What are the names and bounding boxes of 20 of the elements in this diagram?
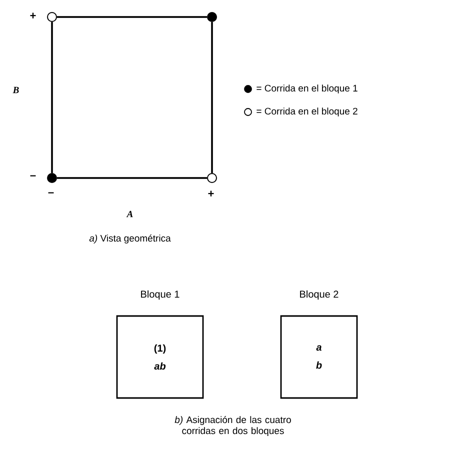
corner-point (47, 173, 57, 183)
square-side (57, 177, 207, 179)
square-side (57, 16, 207, 18)
legend-text: = Corrida en el bloque 1 (256, 84, 358, 94)
square-side (51, 22, 53, 173)
legend-text: = Corrida en el bloque 2 (256, 108, 358, 116)
corner-point (47, 12, 57, 22)
corner-point (207, 12, 217, 22)
block-heading: Bloque 2 (300, 290, 338, 300)
block-heading: Bloque 1 (141, 290, 180, 300)
square-side (211, 22, 213, 173)
axis-label: A (126, 210, 133, 218)
sign: – (30, 175, 36, 176)
caption: b) Asignación de las cuatro corridas en dos bloques (174, 416, 291, 436)
corner-point (207, 173, 217, 183)
block-box: a b (280, 315, 358, 399)
sign: + (30, 12, 36, 18)
block-box: (1) ab (116, 315, 204, 399)
caption: a) Vista geométrica (89, 234, 171, 244)
axis-label: B (12, 86, 19, 94)
